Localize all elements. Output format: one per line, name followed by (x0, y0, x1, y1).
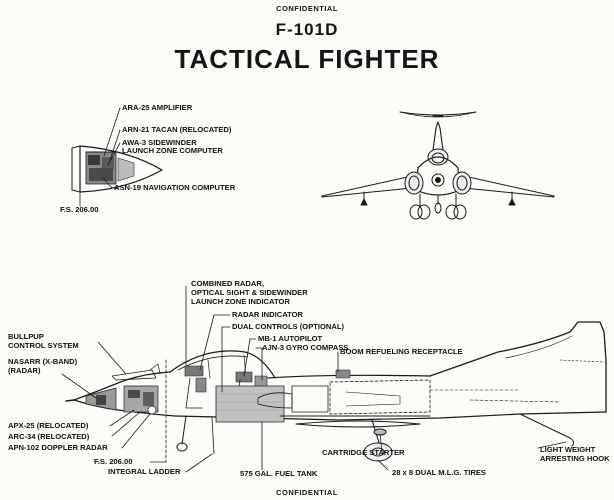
label-combined-radar: COMBINED RADAR, (191, 279, 264, 288)
classification-bottom: CONFIDENTIAL (276, 488, 338, 497)
label-bullpup: BULLPUP (8, 332, 44, 341)
label-mb1-autopilot: MB-1 AUTOPILOT (258, 334, 323, 343)
side-view-drawing (61, 285, 607, 473)
diagram-title: F-101D (275, 20, 339, 39)
nose-cone-inset-drawing (71, 107, 163, 207)
label-integral-ladder: INTEGRAL LADDER (108, 467, 181, 476)
label-fs-206-inset: F.S. 206.00 (60, 205, 99, 214)
label-optical-sight-sidewinder: OPTICAL SIGHT & SIDEWINDER (191, 288, 308, 297)
label-apx25-relocated: APX-25 (RELOCATED) (8, 421, 89, 430)
label-light-weight: LIGHT WEIGHT (540, 445, 596, 454)
diagram-subtitle: TACTICAL FIGHTER (174, 44, 440, 74)
label-nasarr-radar: (RADAR) (8, 366, 41, 375)
label-arn21-tacan: ARN-21 TACAN (RELOCATED) (122, 125, 232, 134)
label-asn19-navigation-computer: ASN-19 NAVIGATION COMPUTER (114, 183, 236, 192)
label-ajn3-gyro-compass: AJN-3 GYRO COMPASS (262, 343, 349, 352)
front-view-drawing (321, 111, 555, 220)
label-arc34-relocated: ARC-34 (RELOCATED) (8, 432, 90, 441)
label-arresting-hook: ARRESTING HOOK (540, 454, 610, 463)
label-575-gal-fuel-tank: 575 GAL. FUEL TANK (240, 469, 318, 478)
label-apn102-doppler-radar: APN-102 DOPPLER RADAR (8, 443, 108, 452)
label-control-system: CONTROL SYSTEM (8, 341, 79, 350)
label-launch-zone-computer: LAUNCH ZONE COMPUTER (122, 146, 223, 155)
label-ara25-amplifier: ARA-25 AMPLIFIER (122, 103, 193, 112)
label-radar-indicator: RADAR INDICATOR (232, 310, 304, 319)
label-launch-zone-indicator: LAUNCH ZONE INDICATOR (191, 297, 290, 306)
label-dual-controls: DUAL CONTROLS (OPTIONAL) (232, 322, 345, 331)
label-fs-206-side: F.S. 206.00 (94, 457, 133, 466)
label-boom-refueling-receptacle: BOOM REFUELING RECEPTACLE (340, 347, 463, 356)
label-cartridge-starter: CARTRIDGE STARTER (322, 448, 405, 457)
classification-top: CONFIDENTIAL (276, 4, 338, 13)
label-dual-mlg-tires: 28 x 8 DUAL M.L.G. TIRES (392, 468, 486, 477)
label-awa3-sidewinder: AWA-3 SIDEWINDER (122, 138, 197, 147)
label-nasarr-x-band: NASARR (X-BAND) (8, 357, 78, 366)
